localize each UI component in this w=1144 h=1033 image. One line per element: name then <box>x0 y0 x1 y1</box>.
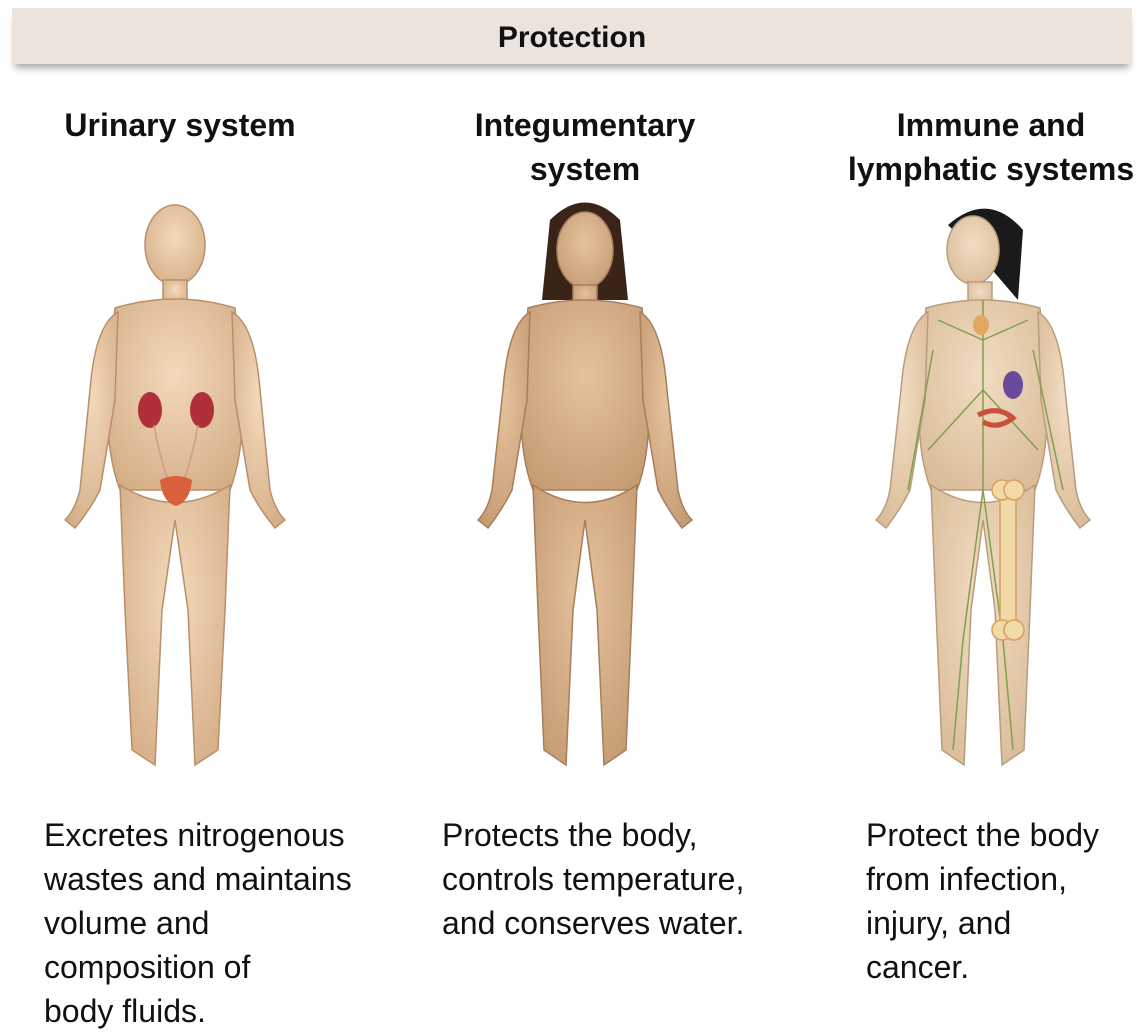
column-title-lymphatic: Immune and lymphatic systems <box>838 103 1144 191</box>
banner-title: Protection <box>12 21 1132 55</box>
body-silhouette <box>478 212 692 765</box>
column-title-urinary: Urinary system <box>40 103 320 147</box>
lymphatic-description: Protect the body from infection, injury,… <box>866 813 1136 989</box>
integumentary-description: Protects the body, controls temperature,… <box>442 813 792 945</box>
urinary-figure-illustration <box>20 190 320 790</box>
spleen-icon <box>1003 371 1023 399</box>
lymphatic-figure-illustration <box>838 190 1144 790</box>
section-banner: Protection <box>12 8 1132 64</box>
integumentary-figure-illustration <box>430 190 740 790</box>
thymus-icon <box>973 315 989 335</box>
column-title-integumentary: Integumentary system <box>430 103 740 191</box>
urinary-description: Excretes nitrogenous wastes and maintain… <box>44 813 394 1033</box>
